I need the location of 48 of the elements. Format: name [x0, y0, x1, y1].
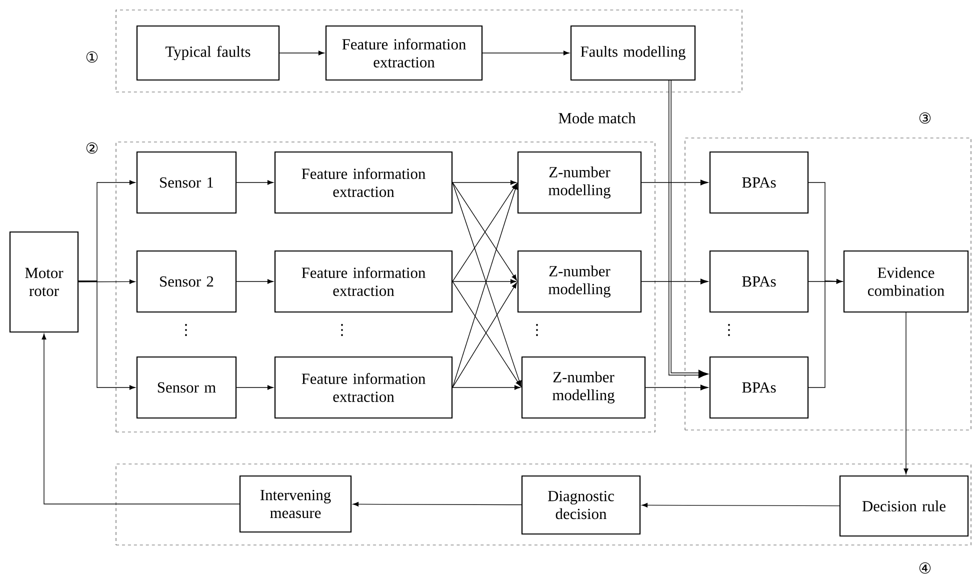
- circled-number: ①: [86, 51, 98, 63]
- arrow: [641, 278, 708, 284]
- process-box: Evidence combination: [843, 250, 969, 313]
- process-box: BPAs: [709, 356, 809, 419]
- arrow: [236, 180, 274, 185]
- process-box: Decision rule: [839, 475, 969, 537]
- process-box: Diagnostic decision: [521, 475, 641, 535]
- process-box: BPAs: [709, 250, 809, 313]
- circled-number: ③: [919, 112, 931, 124]
- arrow: [452, 385, 520, 390]
- arrow: [78, 279, 136, 284]
- arrow: [279, 50, 324, 56]
- process-box: Intervening measure: [239, 475, 352, 533]
- arrow: [642, 502, 840, 508]
- process-box: BPAs: [709, 151, 809, 214]
- process-box: Feature information extraction: [325, 25, 483, 81]
- arrow: [641, 180, 708, 186]
- arrow: [352, 502, 522, 506]
- process-box: Feature information extraction: [274, 151, 453, 214]
- process-box: Sensor 1: [136, 151, 237, 214]
- process-box: Feature information extraction: [274, 250, 453, 313]
- circled-number: ②: [86, 142, 98, 154]
- arrow: [482, 50, 570, 56]
- arrow: [904, 312, 908, 474]
- ellipsis-dots: ⋮: [341, 324, 343, 336]
- ellipsis-dots: ⋮: [536, 324, 538, 336]
- arrow: [78, 280, 136, 390]
- ellipsis-dots: ⋮: [728, 324, 730, 336]
- ellipsis-dots: ⋮: [185, 324, 187, 336]
- arrow: [668, 80, 708, 378]
- process-box: Typical faults: [136, 25, 280, 81]
- arrow: [236, 385, 274, 390]
- process-box: Sensor 2: [136, 250, 237, 313]
- process-box: Z-number modelling: [517, 250, 642, 313]
- process-box: Sensor m: [136, 356, 237, 419]
- arrow: [42, 334, 240, 504]
- circled-number: ④: [919, 562, 931, 574]
- arrow: [645, 384, 708, 390]
- arrow: [452, 180, 516, 185]
- process-box: Faults modelling: [570, 25, 696, 81]
- edge-label: Mode match: [557, 112, 637, 124]
- process-box: Feature information extraction: [274, 356, 453, 419]
- arrow: [452, 279, 516, 284]
- arrow: [236, 279, 274, 284]
- process-box: Z-number modelling: [517, 151, 642, 214]
- process-box: Z-number modelling: [521, 356, 646, 419]
- process-box: Motor rotor: [9, 231, 79, 333]
- arrow: [808, 279, 842, 388]
